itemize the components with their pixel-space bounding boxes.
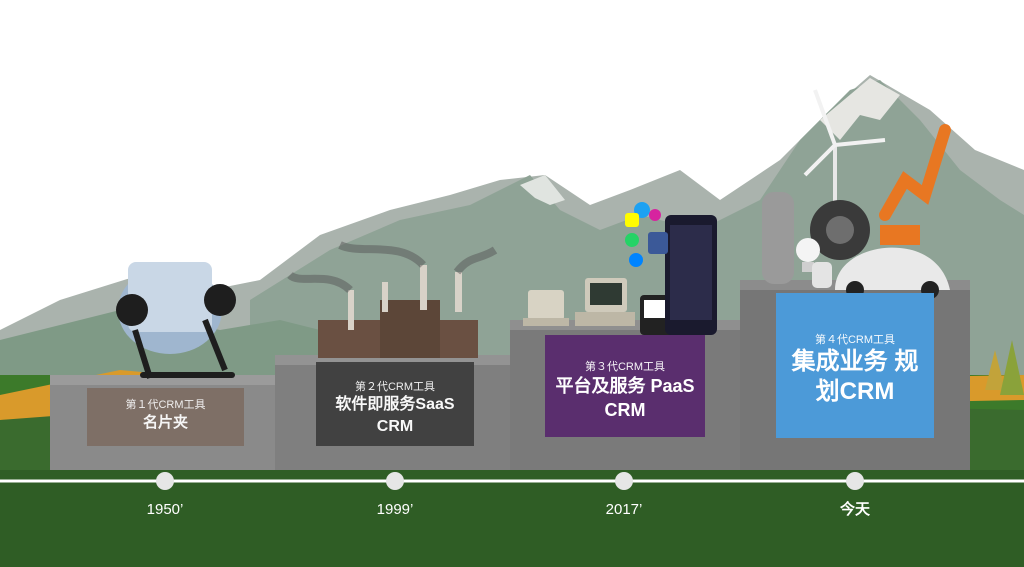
timeline-year-1: 1950’ xyxy=(146,501,184,518)
timeline xyxy=(0,472,1024,490)
rolodex-icon xyxy=(116,262,236,379)
generation-4-banner: 第４代CRM工具 集成业务 规划CRM xyxy=(776,293,934,438)
timeline-dot-4 xyxy=(846,472,864,490)
generation-2-title: 软件即服务SaaS CRM xyxy=(335,396,455,435)
timeline-dot-3 xyxy=(615,472,633,490)
timeline-dot-1 xyxy=(156,472,174,490)
generation-3-subtitle: 第３代CRM工具 xyxy=(584,361,666,373)
devices-icon xyxy=(523,215,717,335)
generation-4-title: 集成业务 规划CRM xyxy=(791,348,919,405)
trees xyxy=(985,340,1024,395)
timeline-year-4: 今天 xyxy=(839,501,870,518)
timeline-year-2: 1999’ xyxy=(376,501,414,518)
generation-1-title: 名片夹 xyxy=(142,414,188,431)
generation-3-title: 平台及服务 PaaS CRM xyxy=(555,376,695,420)
generation-2-subtitle: 第２代CRM工具 xyxy=(354,381,436,393)
smart-devices-icon xyxy=(762,89,951,299)
timeline-dot-2 xyxy=(386,472,404,490)
generation-4-subtitle: 第４代CRM工具 xyxy=(814,334,896,346)
factory-icon xyxy=(287,241,498,358)
generation-3-banner: 第３代CRM工具 平台及服务 PaaS CRM xyxy=(545,335,705,437)
social-icons xyxy=(625,202,668,267)
generation-2-banner: 第２代CRM工具 软件即服务SaaS CRM xyxy=(316,362,474,446)
timeline-year-3: 2017’ xyxy=(605,501,643,518)
generation-1-banner: 第１代CRM工具 名片夹 xyxy=(87,388,244,446)
generation-1-subtitle: 第１代CRM工具 xyxy=(125,399,206,411)
